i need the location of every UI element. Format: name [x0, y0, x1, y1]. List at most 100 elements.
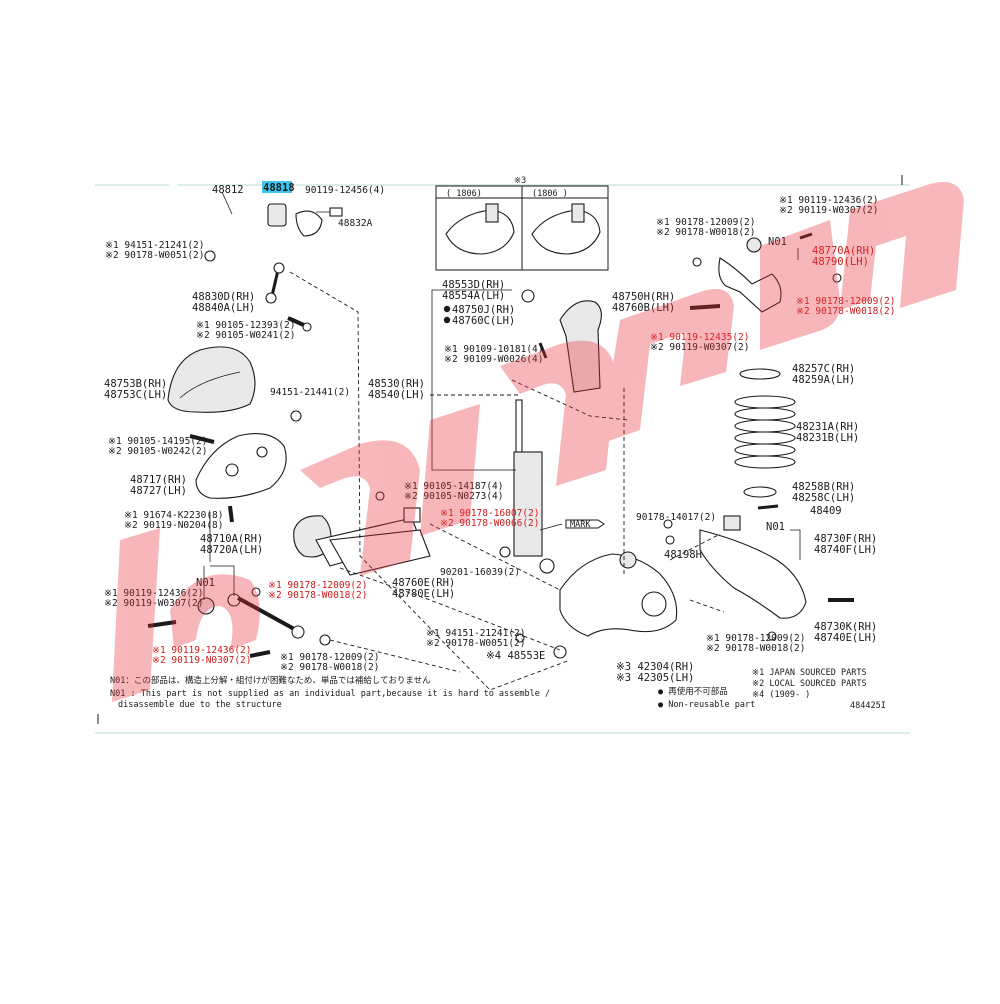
- label-48790: 48790(LH): [812, 256, 869, 268]
- label-48717: 48717(RH): [130, 474, 187, 486]
- label-48409: 48409: [810, 505, 842, 517]
- stabilizer-bracket: [295, 210, 323, 237]
- upper-arm: [718, 257, 782, 313]
- label-90178-w0018-d: ※2 90178-W0018(2): [706, 643, 805, 654]
- label-90105-w0241: ※2 90105-W0241(2): [196, 330, 295, 341]
- arm-bracket: [195, 433, 287, 499]
- legend-local: ※2 LOCAL SOURCED PARTS: [752, 679, 867, 689]
- rod-bolt-left: [147, 620, 177, 628]
- box-col2: (1806 ): [532, 189, 568, 199]
- label-94151-21441: 94151-21441(2): [270, 387, 350, 398]
- label-48818[interactable]: 48818: [263, 182, 295, 194]
- label-48780E: 48780E(LH): [392, 588, 455, 600]
- label-48753B: 48753B(RH): [104, 378, 167, 390]
- label-90178-12009-d: ※1 90178-12009(2): [706, 633, 805, 644]
- label-42304: ※3 42304(RH): [616, 661, 694, 673]
- label-90105-12393: ※1 90105-12393(2): [196, 320, 295, 331]
- label-90119-12436-r: ※1 90119-12436(2): [779, 195, 878, 206]
- label-90178-12009-r: ※1 90178-12009(2): [656, 217, 755, 228]
- box-col1: ( 1806): [446, 189, 482, 199]
- label-90105-14187: ※1 90105-14187(4): [404, 481, 503, 492]
- shock-bracket-leader: [431, 386, 516, 471]
- labels: 48812 48818 90119-12456(4) 48832A ※1 941…: [104, 176, 895, 684]
- lower-arm: [329, 529, 431, 576]
- legend-jp-nonreuse: ● 再使用不可部品: [658, 686, 728, 697]
- label-48554A: 48554A(LH): [442, 290, 505, 302]
- label-90178-w0018-a: ※2 90178-W0018(2): [268, 590, 367, 601]
- coil-spring: [734, 395, 796, 469]
- arm-nut: [499, 546, 511, 558]
- lateral-rod: [237, 596, 297, 632]
- label-90109-10181: ※1 90109-10181(4): [444, 344, 543, 355]
- label-48198H: 48198H: [664, 549, 702, 561]
- label-90119-w0307-a: ※2 90119-W0307(2): [104, 598, 203, 609]
- label-90178-12009-b: ※1 90178-12009(2): [280, 652, 379, 663]
- note-jp: N01：この部品は、構造上分解・組付けが困難なため、単品では補給しておりません: [110, 675, 431, 686]
- label-48710A: 48710A(RH): [200, 533, 263, 545]
- variant-mount-a: [445, 209, 515, 255]
- upper-arm-bolt: [689, 304, 721, 310]
- guide-line-1: [289, 271, 571, 691]
- lower-spring-seat: [743, 486, 777, 498]
- label-90119-12435: ※1 90119-12435(2): [650, 332, 749, 343]
- label-42305: ※3 42305(LH): [616, 672, 694, 684]
- upper-arm-bush: [746, 237, 762, 253]
- label-48259A: 48259A(LH): [792, 374, 855, 386]
- label-48830D: 48830D(RH): [192, 291, 255, 303]
- rear-axle-knuckle: [559, 553, 678, 637]
- label-48770A: 48770A(RH): [812, 245, 875, 257]
- legend-japan: ※1 JAPAN SOURCED PARTS: [752, 668, 867, 678]
- label-90119-12436-a: ※1 90119-12436(2): [104, 588, 203, 599]
- highlight-48818: [262, 181, 292, 193]
- link-bolt: [287, 316, 307, 328]
- label-90178-w0018-b: ※2 90178-W0018(2): [280, 662, 379, 673]
- variant-mount-b: [531, 209, 601, 255]
- label-90109-w0026: ※2 90109-W0026(4): [444, 354, 543, 365]
- label-48258C: 48258C(LH): [792, 492, 855, 504]
- bracket-bolt: [329, 207, 343, 217]
- shock-rod: [515, 399, 523, 455]
- lower-arm-bush: [723, 515, 741, 531]
- label-48231A: 48231A(RH): [796, 421, 859, 433]
- shock-nut: [521, 289, 535, 303]
- label-90119-12436-b: ※1 90119-12436(2): [152, 645, 251, 656]
- bump-stopper: [559, 300, 602, 393]
- label-48540: 48540(LH): [368, 389, 425, 401]
- label-94151-21241-b: ※1 94151-21241(2): [426, 628, 525, 639]
- label-n01-s: N01: [766, 521, 785, 533]
- legend-nonreuse: ● Non-reusable part: [658, 700, 755, 710]
- legend: ※1 JAPAN SOURCED PARTS ※2 LOCAL SOURCED …: [110, 668, 886, 711]
- figure-number: 484425I: [850, 701, 886, 711]
- shock-absorber: [513, 451, 543, 557]
- label-90178-w0018-r: ※2 90178-W0018(2): [656, 227, 755, 238]
- label-90201-16039: 90201-16039(2): [440, 567, 520, 578]
- label-sw3: ※3: [514, 176, 526, 186]
- label-48760B: 48760B(LH): [612, 302, 675, 314]
- rod-bolt-bottom: [249, 650, 271, 658]
- label-48727: 48727(LH): [130, 485, 187, 497]
- label-48231B: 48231B(LH): [796, 432, 859, 444]
- label-48258B: 48258B(RH): [792, 481, 855, 493]
- label-48832A: 48832A: [338, 218, 373, 229]
- note-en-1: N01 : This part is not supplied as an in…: [110, 689, 550, 699]
- label-48840A: 48840A(LH): [192, 302, 255, 314]
- label-48553E: ※4 48553E: [486, 650, 545, 662]
- label-48530: 48530(RH): [368, 378, 425, 390]
- label-90178-12009-c: ※1 90178-12009(2): [796, 296, 895, 307]
- stabilizer-bushing: [267, 203, 287, 227]
- label-90119-w0307-c: ※2 90119-W0307(2): [650, 342, 749, 353]
- upper-spring-seat: [739, 368, 781, 380]
- arm-bushing-left: [197, 597, 215, 615]
- rod-nut: [319, 634, 331, 646]
- label-90119-n0307-b: ※2 90119-N0307(2): [152, 655, 251, 666]
- bracket-bolt-3: [228, 505, 234, 523]
- watermark-logo: [112, 182, 964, 702]
- legend-sw4: ※4 (1909- ): [752, 690, 810, 700]
- guide-line-2: [511, 379, 629, 421]
- mark-tag: [565, 519, 605, 529]
- note-en-2: disassemble due to the structure: [118, 700, 282, 710]
- label-90105-w0242: ※2 90105-W0242(2): [108, 446, 207, 457]
- label-48720A: 48720A(LH): [200, 544, 263, 556]
